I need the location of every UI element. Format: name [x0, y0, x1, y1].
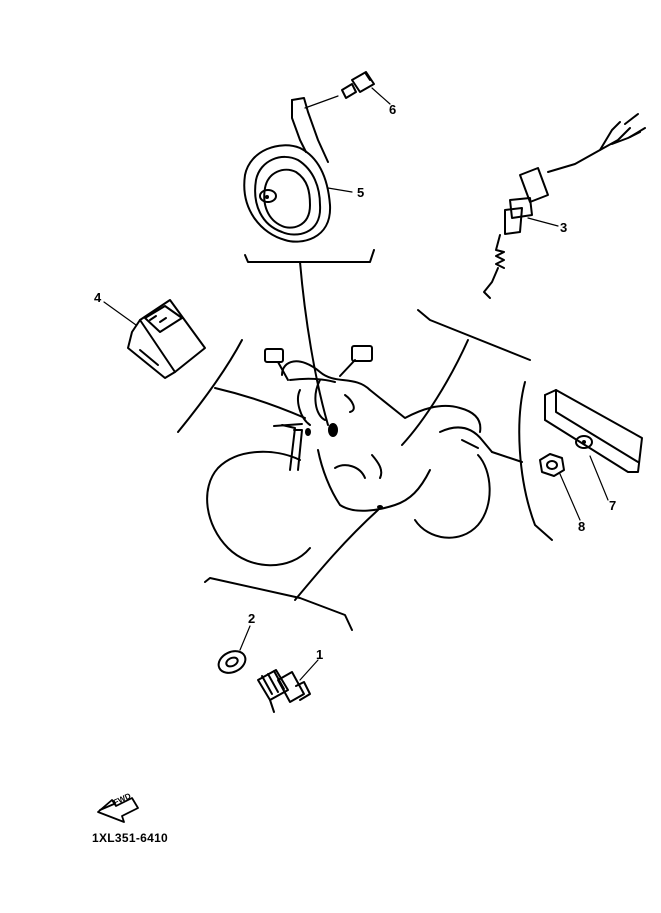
part-number-6: 6 [389, 102, 397, 117]
relay [128, 300, 205, 378]
part-number-2: 2 [248, 611, 256, 626]
part-number-5: 5 [357, 185, 365, 200]
reflector [545, 390, 642, 472]
horn-bolt [342, 72, 374, 98]
switch-with-spring [484, 114, 645, 298]
leader-lines [178, 250, 552, 630]
neutral-switch [258, 670, 310, 712]
drawing-code: 1XL351-6410 [92, 831, 169, 845]
nut [540, 454, 564, 476]
part-number-3: 3 [560, 220, 568, 235]
washer [215, 647, 249, 677]
horn [244, 98, 330, 242]
fwd-arrow-icon [98, 798, 138, 822]
part-number-7: 7 [609, 498, 617, 513]
part-number-1: 1 [316, 647, 324, 662]
callout-leaders [104, 88, 608, 680]
part-number-8: 8 [578, 519, 586, 534]
part-number-4: 4 [94, 290, 102, 305]
